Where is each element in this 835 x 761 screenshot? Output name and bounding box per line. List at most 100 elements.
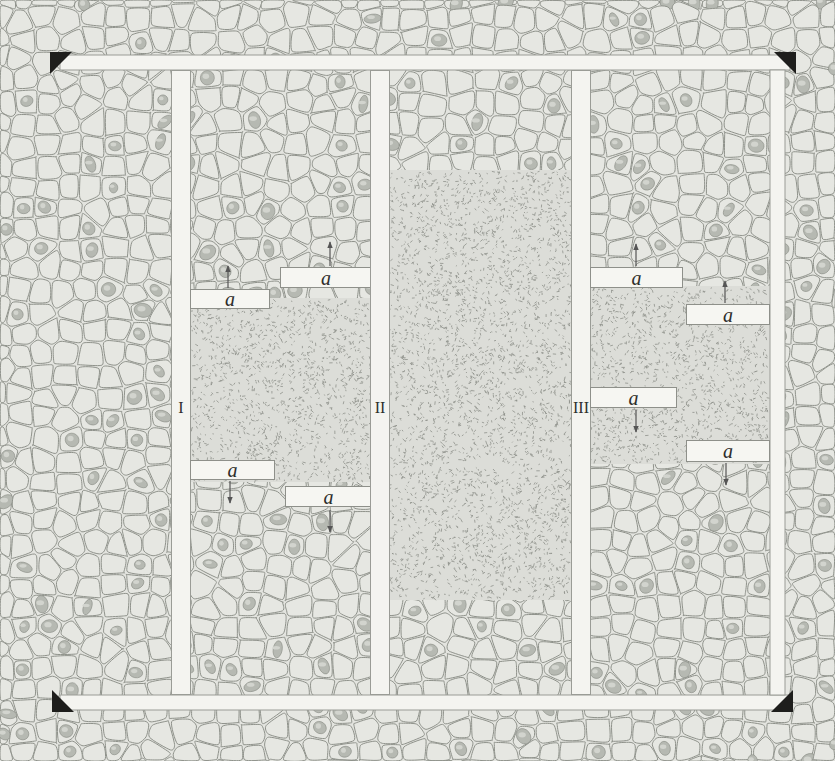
pebble-highlight [160,118,168,122]
cobble [83,319,107,341]
pebble-highlight [749,729,754,733]
cobble [240,513,264,535]
cobble [127,111,152,134]
cobble [519,758,540,761]
cobble [214,220,235,245]
cobble [126,641,150,663]
cobble [310,170,331,194]
pebble [224,199,241,216]
cobble [475,133,495,156]
pebble-highlight [14,311,19,316]
pebble [0,449,15,463]
pebble [108,742,123,757]
pebble-highlight [636,15,642,20]
pebble [590,667,603,679]
cobble [284,535,304,558]
pebble-highlight [360,621,367,626]
cobble [214,259,239,281]
cobble [124,660,147,683]
cobble [76,510,100,532]
cobble [51,656,76,679]
cobble [704,221,729,240]
cobble [581,758,588,761]
cobble [724,113,748,136]
cobble [679,21,698,46]
pebble [817,497,832,514]
pebble-highlight [130,393,137,398]
cobble [194,241,219,263]
cobble [722,578,747,597]
cobble [468,617,494,639]
corner-mark [52,690,74,712]
cobble [10,554,37,578]
cobble [817,87,835,112]
pebble-highlight [427,646,433,651]
cobble [612,717,632,742]
cobble [127,259,149,284]
pebble-highlight [608,682,616,687]
pebble [0,221,15,237]
pebble-highlight [131,669,137,673]
cobble [679,174,704,194]
pebble-highlight [360,181,366,185]
pebble [706,512,726,534]
cobble [197,489,222,511]
pebble [128,666,144,679]
cobble [149,234,173,258]
pebble-highlight [0,498,8,503]
pebble [133,302,153,319]
cobble [102,593,129,616]
cobble [381,0,399,7]
pebble [727,623,739,633]
cobble [819,404,835,427]
cobble [603,7,628,31]
cobble [126,8,149,32]
pebble [80,220,97,238]
cobble [103,341,125,366]
cobble [657,617,681,639]
cobble [72,387,96,414]
cobble [0,324,12,346]
cobble [32,365,54,389]
pebble-highlight [819,263,826,268]
cobble [82,27,104,50]
cobble [313,601,337,618]
letter-label: a [324,488,334,506]
cobble [264,179,289,202]
cobble [39,251,60,280]
cobble [633,722,655,744]
arrows [228,242,726,532]
cobble [217,5,240,29]
cobble [427,7,449,29]
pebble [431,34,447,46]
cobble [637,506,660,532]
cobble [303,738,328,760]
cobble [83,300,106,321]
cobble [10,580,32,599]
pebble [423,642,440,658]
cobble [683,618,706,642]
pebble [100,281,117,298]
pebble [503,74,521,92]
pebble [385,746,399,760]
cobble [143,279,169,301]
cobble [723,596,745,617]
cobble [286,109,309,132]
pebble [612,153,630,173]
cobble [196,723,220,745]
pebble-highlight [388,749,393,753]
cobble [814,130,835,151]
fine-grain [189,299,373,483]
cobble [632,133,657,154]
cobble [560,742,586,761]
cobble [32,448,55,473]
letter-label: a [629,389,639,407]
cobble [791,704,815,724]
cobble [57,720,77,743]
cobble [36,719,57,744]
pebble [817,558,833,572]
cobble [608,236,634,256]
cobble [103,217,128,237]
cobble [723,661,744,682]
pebble-highlight [799,624,805,628]
